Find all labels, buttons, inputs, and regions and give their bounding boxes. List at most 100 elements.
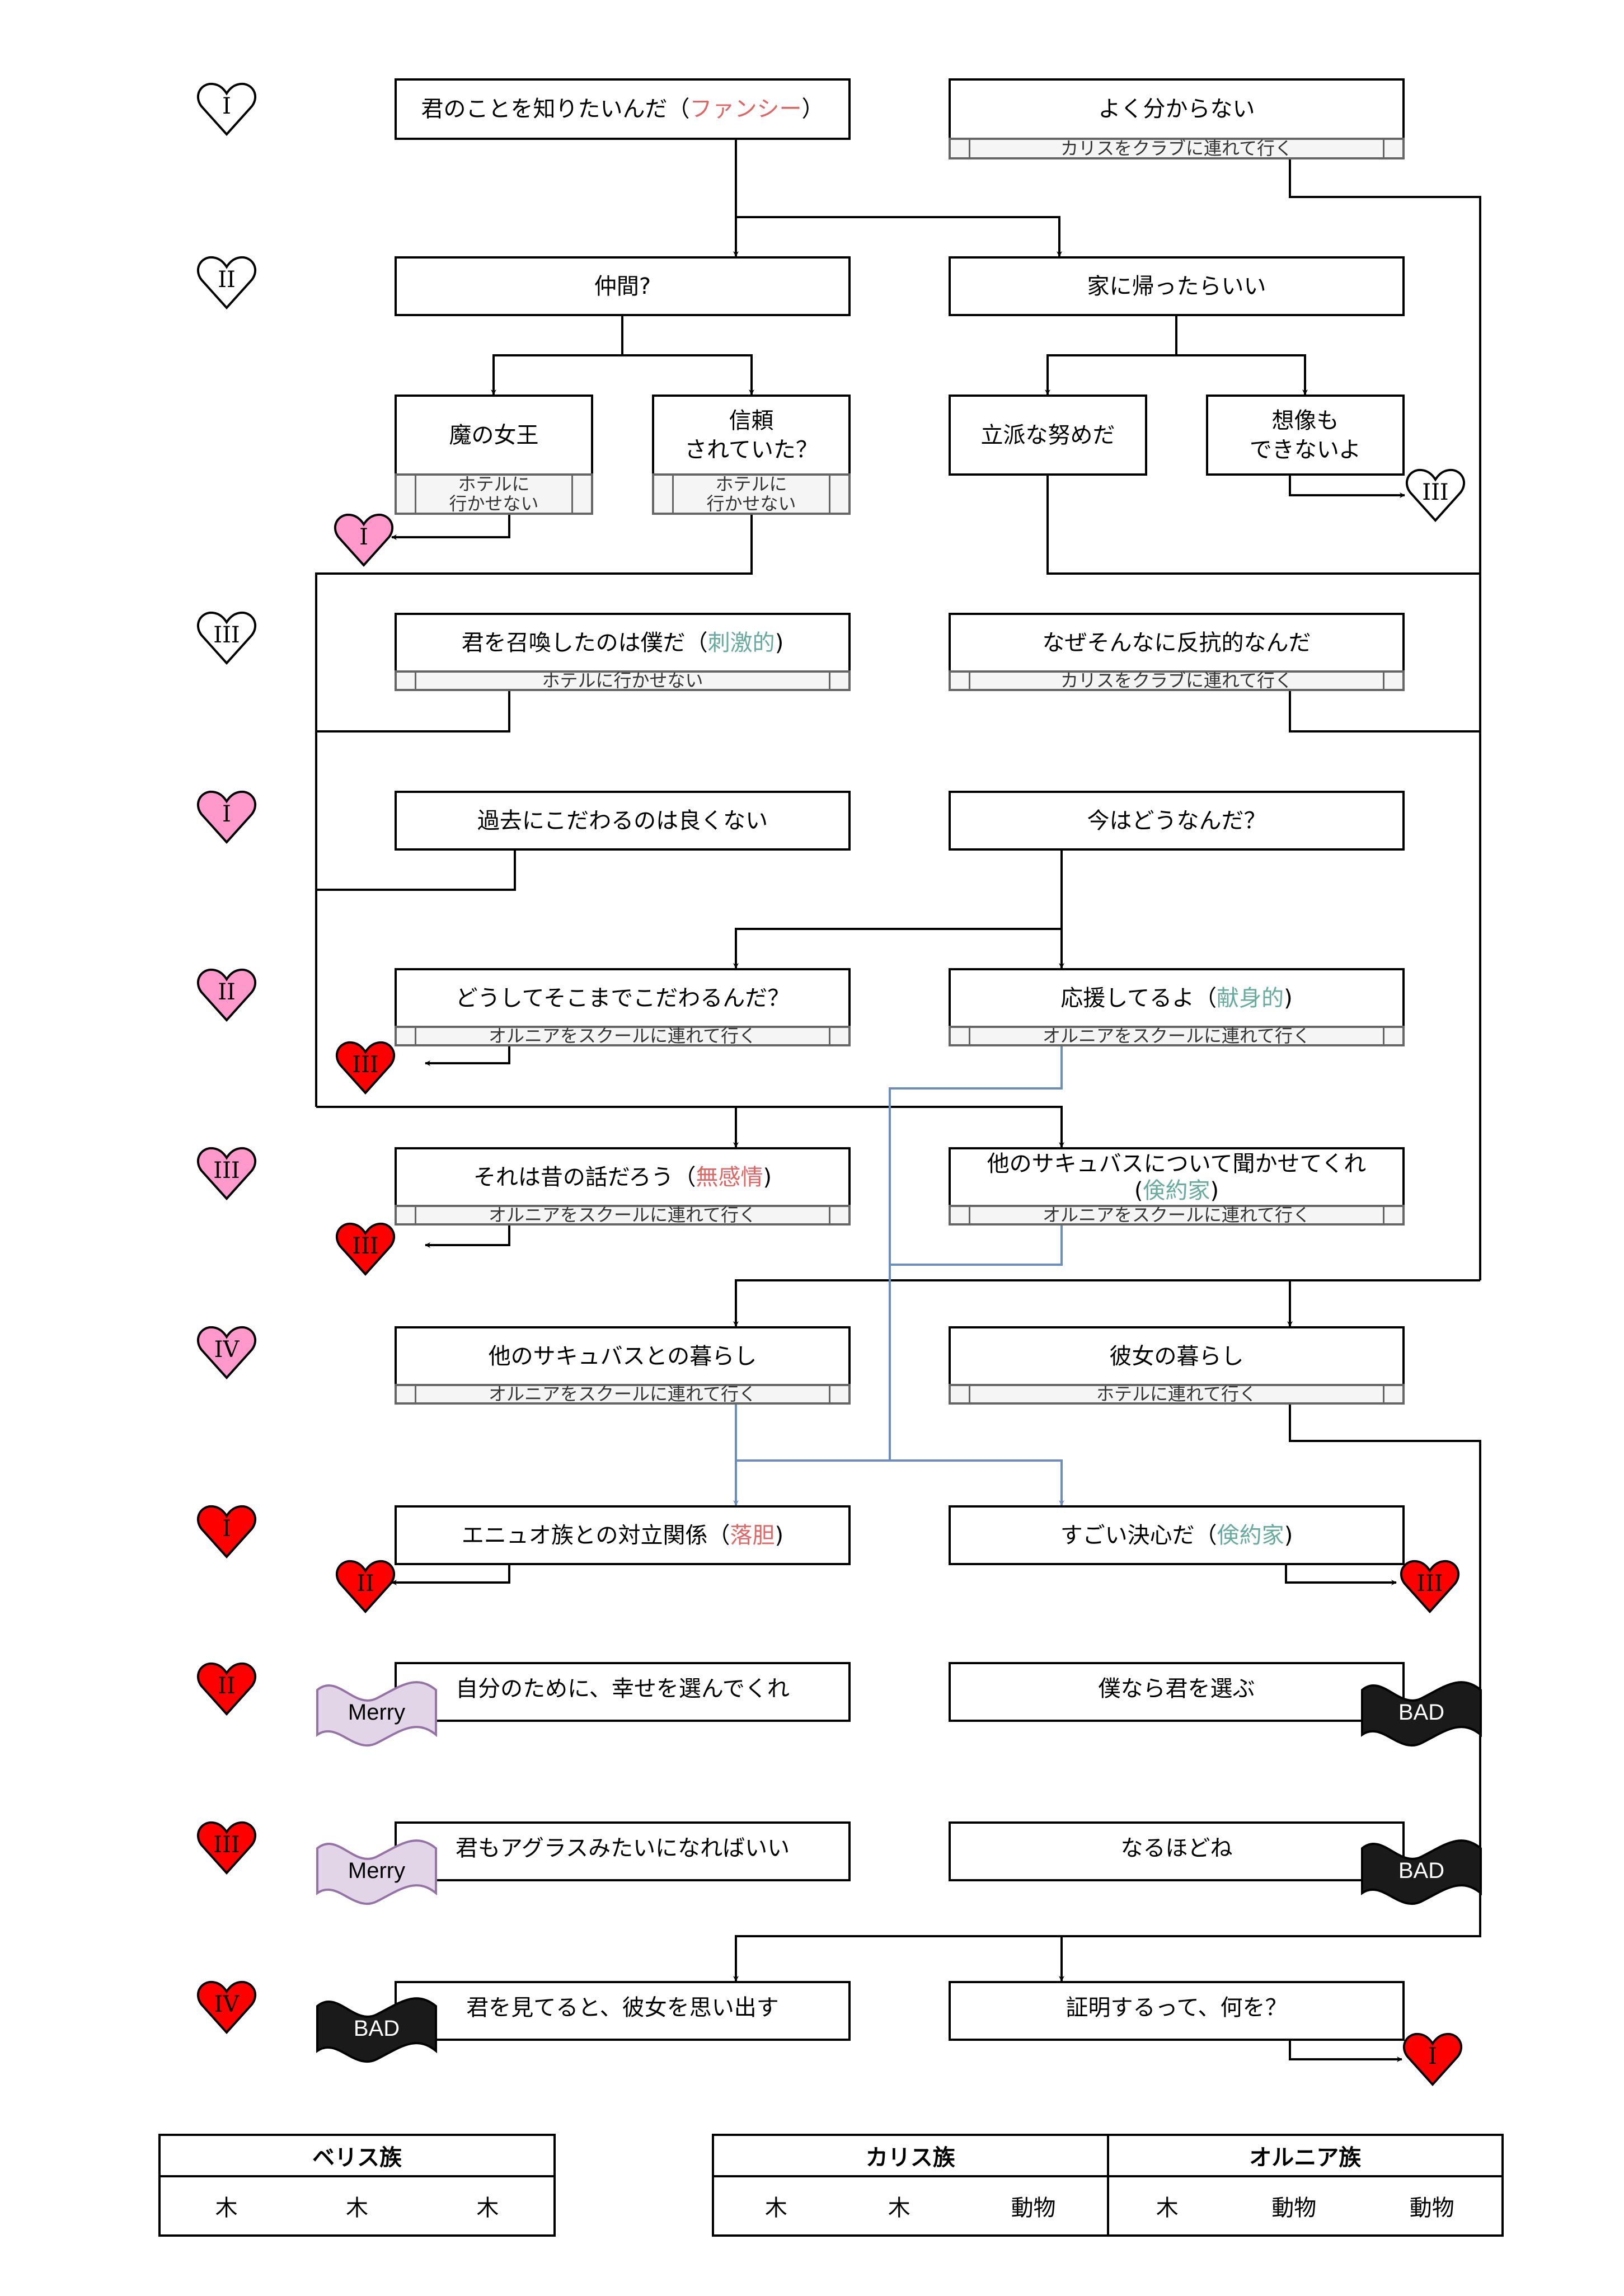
node-r9-left[interactable]: 自分のために、幸せを選んでくれ (395, 1662, 851, 1722)
edge (1289, 691, 1480, 733)
heart-numeral: III (1422, 480, 1449, 505)
row-marker-heart-icon: III (196, 1145, 257, 1201)
edge (315, 515, 753, 1107)
tag-devoted: 献身的 (1217, 985, 1284, 1011)
node-r2-left[interactable]: 仲間? (395, 256, 851, 316)
node-r1-left[interactable]: 君のことを知りたいんだ（ファンシー） (395, 78, 851, 140)
edge (425, 1226, 510, 1248)
ending-label: Merry (348, 1858, 406, 1883)
heart-numeral: III (352, 1052, 379, 1078)
tribe-table-beris: ベリス族 木 木 木 (158, 2134, 556, 2237)
node-r10-right[interactable]: なるほどね (949, 1821, 1405, 1881)
merry-ending-badge: Merry (315, 1679, 438, 1747)
edge (1285, 1564, 1397, 1585)
bad-ending-badge: BAD (1360, 1837, 1483, 1905)
goto-heart-icon: III (1399, 1558, 1461, 1614)
node-r4-left[interactable]: 過去にこだわるのは良くない (395, 791, 851, 851)
bad-ending-badge: BAD (1360, 1679, 1483, 1747)
tag-discouraged: 落胆 (730, 1522, 775, 1548)
node-r8-left[interactable]: エニュオ族との対立関係（落胆) (395, 1505, 851, 1565)
edge (1046, 476, 1480, 575)
row-marker-heart-icon: IV (196, 1979, 257, 2035)
heart-numeral: II (218, 267, 236, 293)
tag-frugal: 倹約家 (1217, 1522, 1284, 1548)
tribe-header: カリス族 (712, 2134, 1109, 2177)
node-r2-left-a[interactable]: 魔の女王 (395, 395, 593, 476)
row-marker-heart-icon: II (196, 255, 257, 311)
edge (1045, 316, 1177, 395)
tribe-cells: 木 木 木 (158, 2175, 556, 2237)
heart-numeral: III (213, 1832, 240, 1858)
action-bar: ホテルに連れて行く (949, 1384, 1405, 1405)
goto-heart-icon: III (335, 1221, 396, 1277)
node-r7-left[interactable]: 他のサキュバスとの暮らし (395, 1326, 851, 1386)
node-r5-left[interactable]: どうしてそこまでこだわるんだ？ (395, 968, 851, 1028)
heart-numeral: II (356, 1571, 374, 1597)
edge (1289, 476, 1405, 498)
goto-heart-icon: II (335, 1558, 396, 1614)
node-r6-left[interactable]: それは昔の話だろう（無感情) (395, 1147, 851, 1207)
tag-exciting: 刺激的 (707, 630, 775, 656)
tribe-cells: 木 木 動物 (712, 2175, 1109, 2237)
edge (491, 316, 623, 395)
row-marker-heart-icon: III (196, 610, 257, 666)
action-bar: カリスをクラブに連れて行く (949, 138, 1405, 159)
heart-numeral: I (222, 1516, 231, 1542)
row-marker-heart-icon: III (196, 1820, 257, 1876)
row-marker-heart-icon: I (196, 81, 257, 137)
action-bar: オルニアをスクールに連れて行く (949, 1026, 1405, 1046)
node-r10-left[interactable]: 君もアグラスみたいになればいい (395, 1821, 851, 1881)
node-r2-right-b[interactable]: 想像もできないよ (1206, 395, 1405, 476)
blue-edge (736, 1459, 1064, 1506)
tag-apathetic: 無感情 (696, 1164, 763, 1190)
node-r5-right[interactable]: 応援してるよ（献身的) (949, 968, 1405, 1028)
heart-numeral: II (218, 979, 236, 1005)
node-r7-right[interactable]: 彼女の暮らし (949, 1326, 1405, 1386)
action-bar: オルニアをスクールに連れて行く (949, 1205, 1405, 1226)
heart-numeral: III (352, 1233, 379, 1259)
node-r3-right[interactable]: なぜそんなに反抗的なんだ (949, 613, 1405, 673)
node-r2-right-a[interactable]: 立派な努めだ (949, 395, 1147, 476)
row-marker-heart-icon: IV (196, 1325, 257, 1381)
ending-label: BAD (353, 2016, 400, 2041)
blue-edge (890, 1226, 1063, 1266)
action-bar: オルニアをスクールに連れて行く (395, 1205, 851, 1226)
node-r4-right[interactable]: 今はどうなんだ？ (949, 791, 1405, 851)
tag-fancy: ファンシー (689, 96, 802, 122)
edge (316, 691, 510, 733)
heart-numeral: III (1416, 1571, 1443, 1597)
heart-numeral: I (222, 93, 231, 119)
node-r2-right[interactable]: 家に帰ったらいい (949, 256, 1405, 316)
goto-heart-icon: III (335, 1040, 396, 1096)
ending-label: BAD (1398, 1858, 1445, 1883)
tribe-header: ベリス族 (158, 2134, 556, 2177)
edge (316, 851, 516, 891)
edge (733, 1279, 1480, 1327)
blue-edge (889, 1046, 1063, 1461)
tribe-cells: 木 動物 動物 (1106, 2175, 1504, 2237)
tribe-header: オルニア族 (1106, 2134, 1504, 2177)
node-r9-right[interactable]: 僕なら君を選ぶ (949, 1662, 1405, 1722)
edge (1289, 159, 1481, 1280)
edge (733, 928, 1062, 969)
node-r8-right[interactable]: すごい決心だ（倹約家) (949, 1505, 1405, 1565)
node-r11-right[interactable]: 証明するって、何を？ (949, 1981, 1405, 2041)
action-bar: カリスをクラブに連れて行く (949, 670, 1405, 691)
node-r6-right[interactable]: 他のサキュバスについて聞かせてくれ (倹約家) (949, 1147, 1405, 1207)
row-marker-heart-icon: II (196, 967, 257, 1023)
heart-numeral: I (359, 524, 368, 550)
node-r2-left-b[interactable]: 信頼されていた？ (652, 395, 851, 476)
node-r11-left[interactable]: 君を見てると、彼女を思い出す (395, 1981, 851, 2041)
edge (1176, 354, 1308, 395)
node-r1-right[interactable]: よく分からない (949, 78, 1405, 140)
edge (391, 1564, 510, 1585)
heart-numeral: I (222, 801, 231, 827)
edge (622, 354, 754, 395)
action-bar: ホテルに行かせない (395, 473, 593, 515)
heart-numeral: III (213, 622, 240, 648)
goto-heart-icon: I (1402, 2031, 1463, 2087)
node-r3-left[interactable]: 君を召喚したのは僕だ（刺激的) (395, 613, 851, 673)
edge (736, 216, 1062, 257)
action-bar: オルニアをスクールに連れて行く (395, 1384, 851, 1405)
ending-label: BAD (1398, 1700, 1445, 1725)
